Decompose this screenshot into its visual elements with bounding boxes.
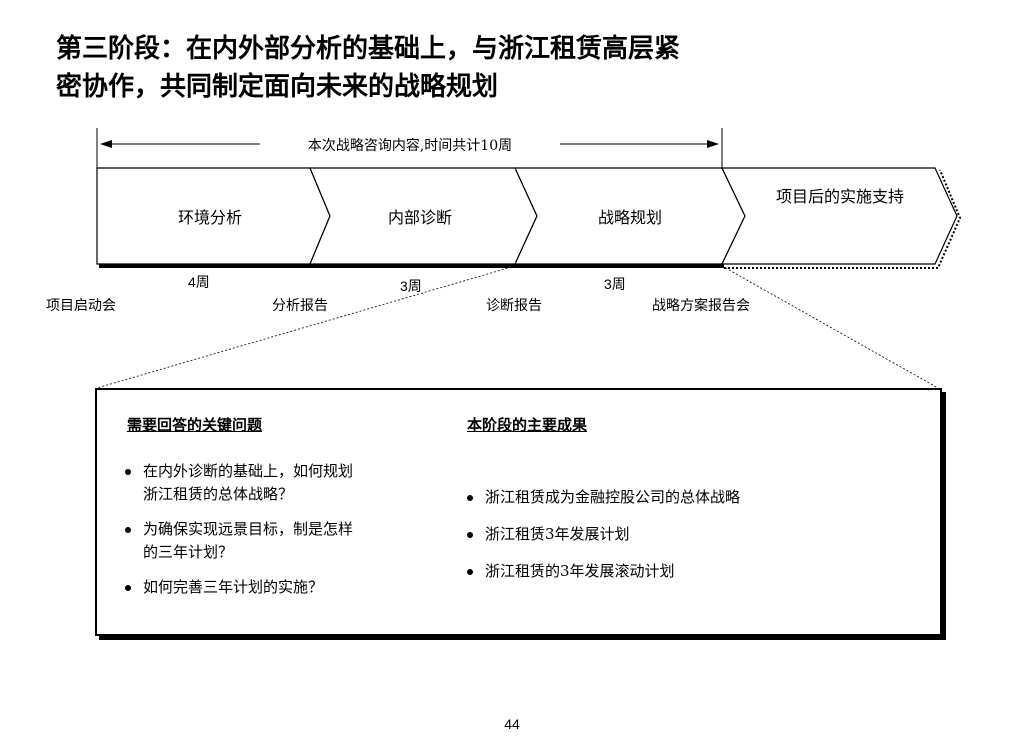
phase-label-3: 战略规划 <box>597 208 662 227</box>
result-1: 浙江租赁成为金融控股公司的总体战略 <box>485 488 741 506</box>
key-questions-list: 在内外诊断的基础上，如何规划 浙江租赁的总体战略？ 为确保实现远景目标，制是怎样… <box>121 460 441 611</box>
bullet-icon <box>467 532 473 538</box>
list-item: 浙江租赁成为金融控股公司的总体战略 <box>463 486 923 509</box>
question-1-line-1: 在内外诊断的基础上，如何规划 <box>143 462 354 480</box>
duration-label-3: 3周 <box>604 276 626 292</box>
zoom-line-left <box>96 265 516 389</box>
milestone-1: 项目启动会 <box>46 298 116 314</box>
phase-bar-shadow <box>99 264 724 268</box>
list-item: 如何完善三年计划的实施？ <box>121 576 441 599</box>
result-2: 浙江租赁3年发展计划 <box>485 525 630 543</box>
phase-label-1: 环境分析 <box>177 208 242 227</box>
zoom-line-right <box>721 265 939 389</box>
slide-title: 第三阶段：在内外部分析的基础上，与浙江租赁高层紧 密协作，共同制定面向未来的战略… <box>56 30 956 106</box>
list-item: 浙江租赁3年发展计划 <box>463 523 923 546</box>
slide-title-line-1: 第三阶段：在内外部分析的基础上，与浙江租赁高层紧 <box>56 34 681 64</box>
bullet-icon <box>467 569 473 575</box>
scope-arrow-left-head <box>100 140 112 148</box>
bullet-icon <box>125 527 131 533</box>
bullet-icon <box>125 585 131 591</box>
milestone-4: 战略方案报告会 <box>652 298 750 314</box>
duration-label-1: 4周 <box>188 274 210 290</box>
key-questions-heading: 需要回答的关键问题 <box>127 416 263 434</box>
list-item: 浙江租赁的3年发展滚动计划 <box>463 560 923 583</box>
list-item: 在内外诊断的基础上，如何规划 浙江租赁的总体战略？ <box>121 460 441 506</box>
question-2-line-2: 的三年计划？ <box>143 543 234 561</box>
result-3: 浙江租赁的3年发展滚动计划 <box>485 562 675 580</box>
slide-title-line-2: 密协作，共同制定面向未来的战略规划 <box>56 72 499 102</box>
milestone-2: 分析报告 <box>272 298 328 314</box>
question-3-line-1: 如何完善三年计划的实施？ <box>143 578 324 596</box>
phase-label-4: 项目后的实施支持 <box>775 187 904 206</box>
main-results-list: 浙江租赁成为金融控股公司的总体战略 浙江租赁3年发展计划 浙江租赁的3年发展滚动… <box>463 486 923 595</box>
phase-chevron-4 <box>721 167 958 265</box>
bullet-icon <box>125 469 131 475</box>
main-results-heading: 本阶段的主要成果 <box>467 416 588 434</box>
scope-arrow-right-head <box>707 140 719 148</box>
bullet-icon <box>467 495 473 501</box>
page-number: 44 <box>504 716 520 732</box>
list-item: 为确保实现远景目标，制是怎样 的三年计划？ <box>121 518 441 564</box>
detail-panel: 需要回答的关键问题 在内外诊断的基础上，如何规划 浙江租赁的总体战略？ 为确保实… <box>95 388 942 636</box>
duration-label-2: 3周 <box>400 278 422 294</box>
phase-chevron-4-shadow <box>724 169 962 269</box>
milestone-3: 诊断报告 <box>486 298 542 314</box>
phase-label-2: 内部诊断 <box>387 208 452 227</box>
question-1-line-2: 浙江租赁的总体战略？ <box>143 485 294 503</box>
question-2-line-1: 为确保实现远景目标，制是怎样 <box>143 520 354 538</box>
scope-label: 本次战略咨询内容,时间共计10周 <box>260 135 560 155</box>
